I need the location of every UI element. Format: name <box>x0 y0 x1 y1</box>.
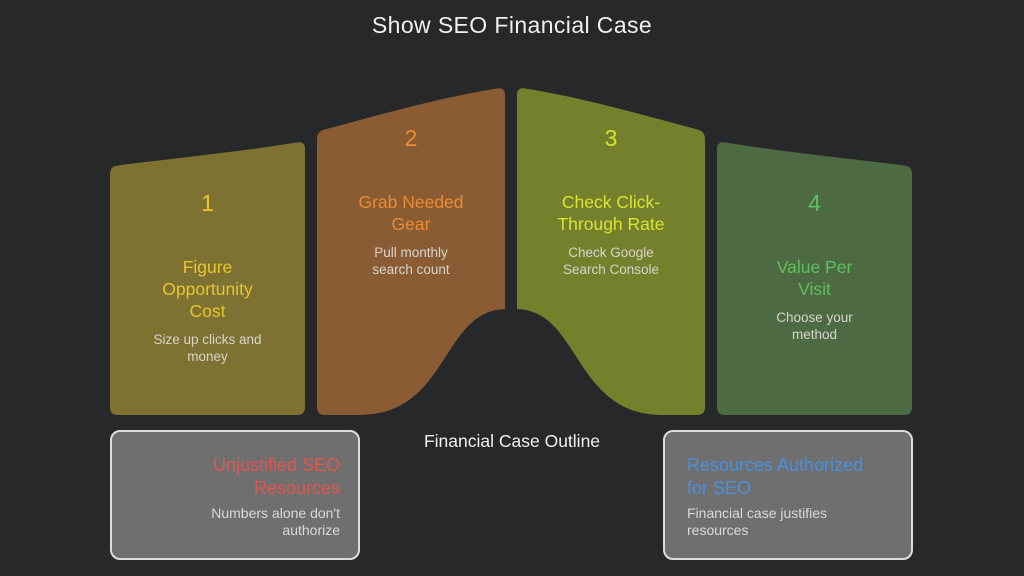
step-panel-3-shape <box>517 88 705 415</box>
step-4-subtitle: Choose your method <box>717 310 912 343</box>
step-2-subtitle-line: Pull monthly <box>374 245 448 260</box>
step-3-subtitle: Check Google Search Console <box>517 245 705 278</box>
positive-outcome-title-line: Resources Authorized <box>687 455 864 475</box>
step-4-title-line: Value Per <box>776 257 853 277</box>
step-1-number: 1 <box>201 190 214 216</box>
step-2-title-line: Gear <box>391 214 431 234</box>
step-2-title-line: Grab Needed <box>358 192 464 212</box>
step-4-title: Value Per Visit <box>717 256 912 300</box>
step-2-number: 2 <box>404 125 418 151</box>
outline-label: Financial Case Outline <box>423 431 601 451</box>
step-4-subtitle-line: method <box>791 326 838 342</box>
step-1-title: Figure Opportunity Cost <box>110 256 305 322</box>
positive-outcome-subtitle-line: resources <box>687 522 749 538</box>
negative-outcome-subtitle-line: authorize <box>282 522 340 538</box>
step-2-subtitle-line: search count <box>372 261 450 277</box>
page-title: Show SEO Financial Case <box>371 12 653 38</box>
step-panel-2-shape <box>317 88 505 415</box>
negative-outcome-title-line: Unjustified SEO <box>212 455 340 475</box>
step-3-subtitle-line: Search Console <box>562 261 660 277</box>
step-3-title-line: Through Rate <box>557 214 665 234</box>
negative-outcome-box: Unjustified SEO Resources Numbers alone … <box>110 430 360 560</box>
negative-outcome-subtitle: Numbers alone don't authorize <box>130 505 340 539</box>
step-1-subtitle-line: money <box>187 348 228 364</box>
positive-outcome-box: Resources Authorized for SEO Financial c… <box>663 430 913 560</box>
step-1-title-line: Figure <box>182 257 233 277</box>
step-3-number: 3 <box>604 125 618 151</box>
positive-outcome-title-line: for SEO <box>687 478 752 498</box>
step-3-subtitle-line: Check Google <box>568 245 654 260</box>
step-1-subtitle-line: Size up clicks and <box>153 332 262 347</box>
step-2-title: Grab Needed Gear <box>317 191 505 235</box>
positive-outcome-title: Resources Authorized for SEO <box>687 454 893 500</box>
step-1-title-line: Opportunity <box>162 279 253 299</box>
positive-outcome-subtitle: Financial case justifies resources <box>687 505 893 539</box>
negative-outcome-title-line: Resources <box>253 478 340 498</box>
step-4-subtitle-line: Choose your <box>776 310 853 325</box>
negative-outcome-subtitle-line: Numbers alone don't <box>211 505 340 521</box>
step-4-title-line: Visit <box>798 279 831 299</box>
step-2-subtitle: Pull monthly search count <box>317 245 505 278</box>
positive-outcome-subtitle-line: Financial case justifies <box>687 505 828 521</box>
step-1-title-line: Cost <box>189 301 226 321</box>
step-panel-1-shape <box>110 142 305 415</box>
negative-outcome-title: Unjustified SEO Resources <box>130 454 340 500</box>
step-3-title-line: Check Click- <box>561 192 661 212</box>
step-panel-4-shape <box>717 142 912 415</box>
step-3-title: Check Click- Through Rate <box>517 191 705 235</box>
step-1-subtitle: Size up clicks and money <box>110 332 305 365</box>
step-4-number: 4 <box>808 190 821 216</box>
